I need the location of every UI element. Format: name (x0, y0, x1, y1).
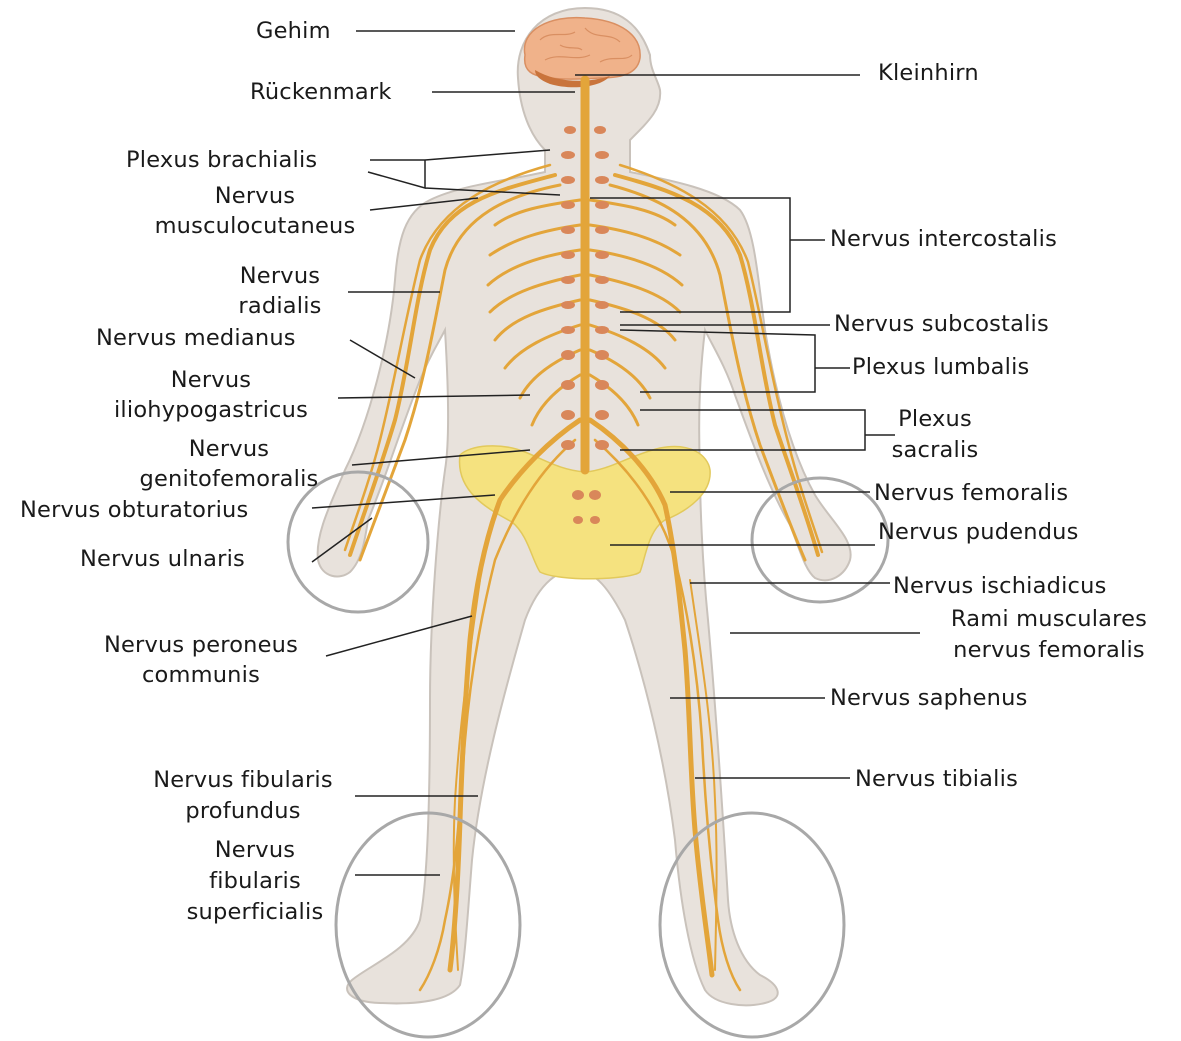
label-nervus-intercostalis: Nervus intercostalis (830, 224, 1057, 254)
label-nervus-genitofemoralis-2: genitofemoralis (100, 464, 358, 494)
label-nervus-pudendus: Nervus pudendus (878, 517, 1079, 547)
label-nervus-fibularis-superficialis-1: Nervus (160, 835, 350, 865)
label-rami-musculares-2: nervus femoralis (922, 635, 1176, 665)
label-nervus-fibularis-profundus-1: Nervus fibularis (128, 765, 358, 795)
label-nervus-iliohypogastricus-1: Nervus (86, 365, 336, 395)
label-plexus-brachialis: Plexus brachialis (126, 145, 317, 175)
label-plexus-sacralis-2: sacralis (890, 435, 980, 465)
label-rami-musculares-1: Rami musculares (922, 604, 1176, 634)
label-nervus-ischiadicus: Nervus ischiadicus (893, 571, 1107, 601)
label-plexus-sacralis-1: Plexus (890, 404, 980, 434)
label-nervus-radialis-1: Nervus (218, 261, 342, 291)
label-nervus-fibularis-superficialis-2: fibularis (160, 866, 350, 896)
label-nervus-peroneus-1: Nervus peroneus (76, 630, 326, 660)
label-plexus-lumbalis: Plexus lumbalis (852, 352, 1029, 382)
label-kleinhirn: Kleinhirn (878, 58, 979, 88)
label-nervus-medianus: Nervus medianus (96, 323, 296, 353)
label-rueckenmark: Rückenmark (250, 77, 392, 107)
label-nervus-ulnaris: Nervus ulnaris (80, 544, 245, 574)
label-gehirn: Gehim (256, 16, 331, 46)
label-nervus-peroneus-2: communis (76, 660, 326, 690)
label-nervus-subcostalis: Nervus subcostalis (834, 309, 1049, 339)
label-nervus-femoralis: Nervus femoralis (874, 478, 1068, 508)
label-nervus-saphenus: Nervus saphenus (830, 683, 1028, 713)
label-nervus-genitofemoralis-1: Nervus (100, 434, 358, 464)
label-nervus-tibialis: Nervus tibialis (855, 764, 1018, 794)
label-nervus-musculocutaneus-2: musculocutaneus (126, 211, 384, 241)
label-nervus-musculocutaneus-1: Nervus (126, 181, 384, 211)
label-nervus-fibularis-superficialis-3: superficialis (160, 897, 350, 927)
label-nervus-radialis-2: radialis (218, 291, 342, 321)
label-nervus-fibularis-profundus-2: profundus (128, 796, 358, 826)
label-nervus-iliohypogastricus-2: iliohypogastricus (86, 395, 336, 425)
label-nervus-obturatorius: Nervus obturatorius (20, 495, 248, 525)
